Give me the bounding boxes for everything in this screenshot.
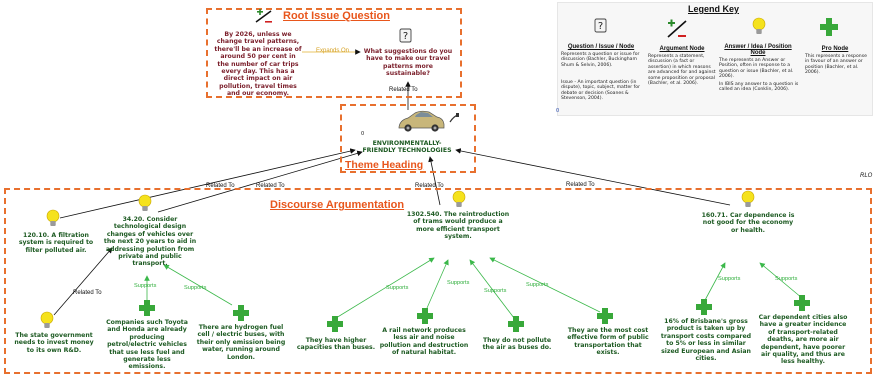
- brisbane-supports-connector: [703, 262, 726, 303]
- theme-heading: Theme Heading: [345, 159, 424, 171]
- pro-capacity-text[interactable]: They have higher capacities than buses.: [296, 337, 376, 352]
- dependent-supports-label: Supports: [775, 276, 798, 282]
- theme-panel: [340, 104, 476, 173]
- dependent-plus-icon: [794, 295, 810, 311]
- theme-node-marker: 0: [361, 131, 365, 137]
- capacity-supports-label: Supports: [386, 285, 409, 291]
- toyota-supports-label: Supports: [134, 283, 157, 289]
- hydrogen-plus-icon: [233, 305, 249, 321]
- gov-bulb-icon: [40, 311, 54, 328]
- cost-supports-label: Supports: [526, 282, 549, 288]
- argument-icon: [255, 9, 272, 23]
- legend-question-heading: Question / Issue / Node: [567, 44, 635, 50]
- trams-to-theme-connector: [428, 156, 441, 206]
- pro-hydrogen-text[interactable]: There are hydrogen fuel cell / electric …: [196, 324, 286, 361]
- filter-related-label: Related To: [206, 183, 235, 189]
- legend-bulb-icon: [752, 17, 766, 34]
- capacity-plus-icon: [327, 316, 343, 332]
- root-context-text: By 2026, unless we change travel pattern…: [214, 31, 302, 98]
- tech-to-theme-connector: [157, 150, 363, 213]
- expands-on-label: Expands On: [316, 48, 350, 54]
- legend-answer-heading: Answer / Idea / Position Node: [724, 44, 792, 56]
- pollute-plus-icon: [508, 316, 524, 332]
- car-to-theme-connector: [455, 148, 731, 206]
- plug-icon: [449, 113, 459, 123]
- rail-plus-icon: [417, 308, 433, 324]
- pro-rail-text[interactable]: A rail network produces less air and noi…: [379, 327, 469, 357]
- dependent-supports-connector: [759, 262, 803, 299]
- pro-brisbane-text[interactable]: 16% of Brisbane's gross product is taken…: [660, 318, 752, 363]
- gov-to-tech-connector: [53, 247, 113, 316]
- rlo-label: RLO: [860, 173, 873, 179]
- legend-corner-marker: 0: [556, 108, 560, 114]
- pro-toyota-text[interactable]: Companies such Toyota and Honda are alre…: [106, 319, 188, 371]
- cost-supports-connector: [489, 257, 601, 313]
- filter-bulb-icon: [46, 209, 60, 226]
- pro-dependent-text[interactable]: Car dependent cities also have a greater…: [758, 314, 848, 366]
- rail-supports-connector: [426, 259, 449, 309]
- trams-bulb-icon: [452, 190, 466, 207]
- discourse-heading: Discourse Argumentation: [270, 199, 405, 211]
- hydrogen-supports-label: Supports: [184, 285, 207, 291]
- rail-supports-label: Supports: [447, 280, 470, 286]
- hydrogen-supports-connector: [163, 264, 233, 306]
- tech-related-label: Related To: [256, 183, 285, 189]
- theme-node-label[interactable]: ENVIRONMENTALLY-FRIENDLY TECHNOLOGIES: [362, 140, 452, 155]
- legend-argument-icon: [667, 19, 687, 38]
- question-icon[interactable]: ?: [399, 28, 413, 44]
- legend-answer-desc1: The represents an Answer or Position, of…: [719, 58, 794, 80]
- brisbane-supports-label: Supports: [718, 276, 741, 282]
- discourse-panel: [4, 188, 872, 374]
- legend-question-desc2: Issue - An important question (in disput…: [561, 80, 640, 102]
- legend-argument-desc: Represents a statement, discussion (a fa…: [648, 54, 716, 87]
- filter-to-theme-connector: [59, 148, 356, 219]
- idea-trams-text[interactable]: 1302.540. The reintroduction of trams wo…: [406, 211, 510, 241]
- tech-bulb-icon: [138, 194, 152, 211]
- legend-plus-icon: [820, 18, 838, 36]
- root-issue-title: Root Issue Question: [283, 10, 390, 22]
- pro-cost-text[interactable]: They are the most cost effective form of…: [567, 327, 649, 357]
- legend-question-desc1: Represents a question or issue for discu…: [561, 52, 640, 68]
- theme-related-label: Related To: [389, 87, 418, 93]
- idea-tech-text[interactable]: 34.20. Consider technological design cha…: [103, 216, 197, 268]
- idea-car-text[interactable]: 160.71. Car dependence is not good for t…: [701, 212, 795, 234]
- root-question-text[interactable]: What suggestions do you have to make our…: [363, 48, 453, 78]
- root-issue-panel: [206, 8, 462, 98]
- svg-text:?: ?: [598, 21, 603, 32]
- pollute-supports-connector: [469, 259, 515, 319]
- car-image: [398, 110, 445, 132]
- capacity-supports-connector: [335, 257, 435, 319]
- legend-title: Legend Key: [688, 4, 740, 14]
- idea-filter-text[interactable]: 120.10. A filtration system is required …: [18, 232, 94, 254]
- car-bulb-icon: [741, 190, 755, 207]
- pro-pollute-text[interactable]: They do not pollute the air as buses do.: [482, 337, 552, 352]
- legend-pro-desc: This represents a response in favour of …: [805, 54, 867, 76]
- gov-related-label: Related To: [73, 290, 102, 296]
- car-related-label: Related To: [566, 182, 595, 188]
- toyota-plus-icon: [139, 300, 155, 316]
- trams-related-label: Related To: [415, 183, 444, 189]
- legend-argument-heading: Argument Node: [659, 46, 705, 52]
- legend-panel: [557, 2, 873, 116]
- pollute-supports-label: Supports: [484, 288, 507, 294]
- legend-question-icon: ?: [594, 18, 607, 33]
- brisbane-plus-icon: [696, 299, 712, 315]
- legend-answer-desc2: In IBIS any answer to a question is call…: [719, 82, 799, 93]
- idea-gov-text[interactable]: The state government needs to invest mon…: [14, 332, 94, 354]
- cost-plus-icon: [597, 308, 613, 324]
- svg-text:?: ?: [403, 31, 408, 42]
- legend-pro-heading: Pro Node: [821, 46, 849, 52]
